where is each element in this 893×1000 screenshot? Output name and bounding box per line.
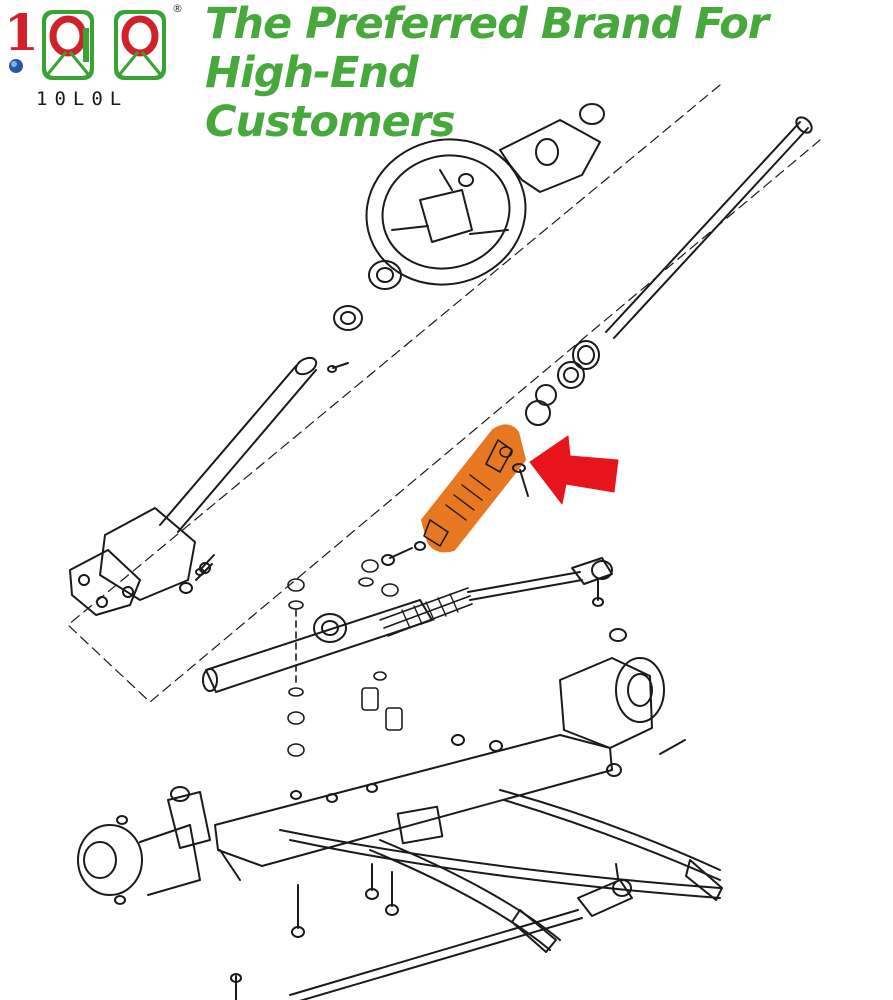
steering-column (159, 356, 318, 533)
steering-wheel (365, 138, 527, 286)
bushing (333, 305, 363, 331)
header: 1 ® 10L0L The Preferred Brand For High-E… (0, 0, 893, 147)
steering-rack (202, 571, 583, 693)
hub-nut (368, 260, 402, 290)
washers (525, 340, 600, 426)
rack-bolts (381, 541, 426, 566)
tie-rod-lower (289, 863, 633, 1000)
u-joint-bolt (512, 463, 529, 497)
steering-shaft (605, 116, 813, 339)
assembly-boundary (67, 84, 821, 703)
front-axle (214, 734, 613, 881)
bracket-bolt (179, 554, 215, 594)
svg-text:1: 1 (4, 3, 39, 62)
spring-shackle-right (685, 859, 723, 901)
diagram-svg (67, 84, 821, 1000)
brand-logo: 1 (2, 2, 192, 114)
spring-shackle-center (511, 909, 557, 953)
logo-mark-icon: 1 (4, 3, 166, 80)
mount-stack-center (358, 559, 403, 731)
mount-stack-left (287, 578, 305, 757)
logo-text: 10L0L (36, 88, 129, 110)
highlighted-u-joint (421, 424, 526, 553)
leaf-spring (279, 789, 721, 951)
cover-plate (499, 103, 605, 193)
registered-mark: ® (172, 2, 183, 15)
steering-exploded-diagram (0, 80, 893, 1000)
hub-right (559, 628, 686, 777)
small-screw (327, 362, 349, 373)
indicator-arrow-icon (529, 435, 619, 505)
hub-left (77, 786, 211, 905)
tagline: The Preferred Brand For High-End Custome… (205, 0, 769, 147)
long-bolts (230, 863, 399, 1000)
tie-rod-end-right (571, 557, 613, 607)
column-bracket (69, 507, 196, 616)
